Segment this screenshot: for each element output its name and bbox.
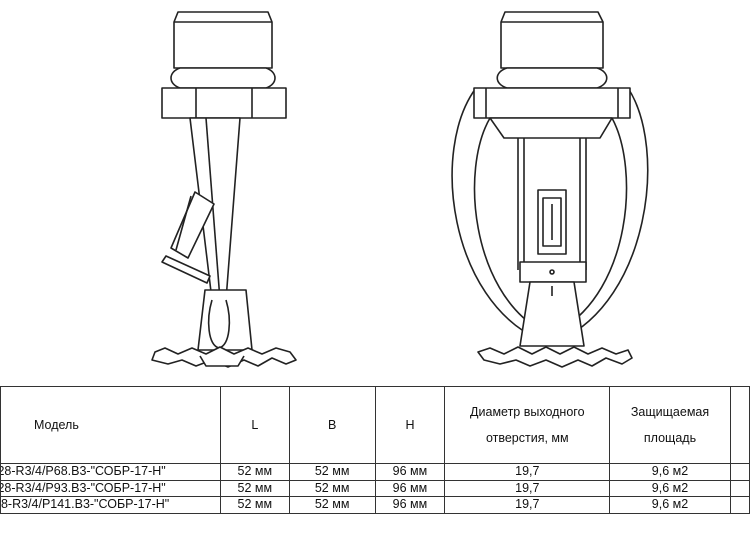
- cell-diameter: 19,7: [444, 496, 611, 514]
- header-area-line2: площадь: [643, 431, 697, 445]
- header-area: Защищаемая площадь: [609, 386, 731, 464]
- sprinkler-drawing: [151, 11, 649, 368]
- table-row: ,28-R3/4/P68.B3-"СОБР-17-Н" 52 мм 52 мм …: [0, 463, 750, 481]
- sprinkler-front-view: [451, 11, 649, 368]
- cell-model: 28-R3/4/P141.B3-"СОБР-17-Н": [0, 496, 221, 514]
- cell-area: 9,6 м2: [609, 496, 731, 514]
- cell-area: 9,6 м2: [609, 463, 731, 481]
- header-model: Модель: [0, 386, 221, 464]
- cell-h: 96 мм: [374, 463, 446, 481]
- table-header-row: Модель L B H Диаметр выходного отверстия…: [0, 386, 750, 464]
- header-b: B: [288, 386, 376, 464]
- cell-model: ,28-R3/4/P93.B3-"СОБР-17-Н": [0, 479, 221, 497]
- table-row: ,28-R3/4/P93.B3-"СОБР-17-Н" 52 мм 52 мм …: [0, 479, 750, 497]
- cell-l: 52 мм: [219, 463, 290, 481]
- cell-h: 96 мм: [374, 479, 446, 497]
- cell-b: 52 мм: [288, 479, 376, 497]
- sprinkler-side-view: [151, 11, 297, 368]
- cell-l: 52 мм: [219, 496, 290, 514]
- header-l: L: [219, 386, 290, 464]
- cell-h: 96 мм: [374, 496, 446, 514]
- cell-area: 9,6 м2: [609, 479, 731, 497]
- cell-diameter: 19,7: [444, 463, 611, 481]
- cell-extra: [729, 463, 750, 481]
- table-row: 28-R3/4/P141.B3-"СОБР-17-Н" 52 мм 52 мм …: [0, 496, 750, 514]
- header-extra: [729, 386, 750, 464]
- header-diameter-line1: Диаметр выходного: [470, 405, 585, 419]
- cell-extra: [729, 496, 750, 514]
- cell-extra: [729, 479, 750, 497]
- cell-b: 52 мм: [288, 463, 376, 481]
- cell-l: 52 мм: [219, 479, 290, 497]
- header-h: H: [374, 386, 446, 464]
- header-area-line1: Защищаемая: [630, 405, 710, 419]
- spec-table: Модель L B H Диаметр выходного отверстия…: [0, 386, 750, 514]
- header-diameter: Диаметр выходного отверстия, мм: [444, 386, 611, 464]
- cell-model: ,28-R3/4/P68.B3-"СОБР-17-Н": [0, 463, 221, 481]
- header-diameter-line2: отверстия, мм: [485, 431, 569, 445]
- cell-b: 52 мм: [288, 496, 376, 514]
- cell-diameter: 19,7: [444, 479, 611, 497]
